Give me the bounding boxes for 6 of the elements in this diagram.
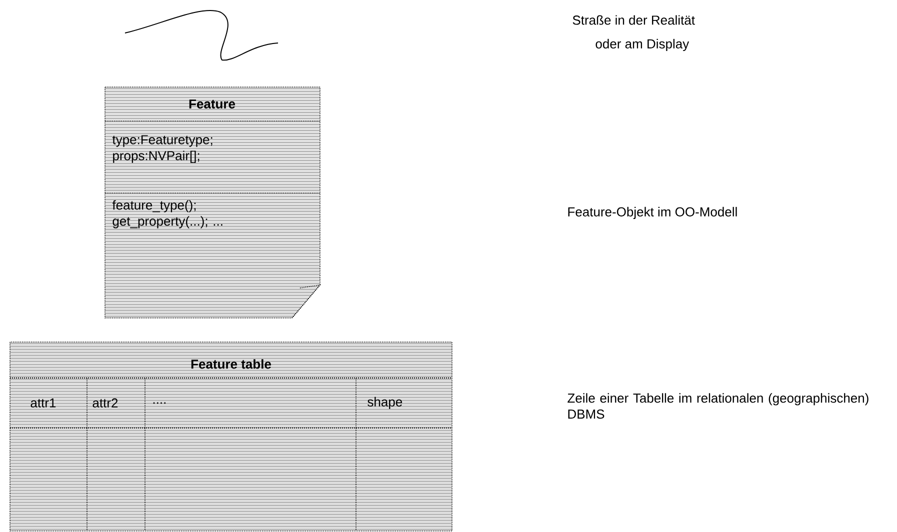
caption-text: Straße in der Realität bbox=[572, 15, 695, 25]
table: Feature table attr1 attr2 .... shape bbox=[10, 342, 452, 532]
caption-text: Zeile einer Tabelle im relationalen (geographischen) DBMS bbox=[568, 393, 868, 419]
class-box: Feature type:Featuretype; props:NVPair[]; feature_type(); get_property(...); ... bbox=[104, 86, 321, 318]
caption-text: Feature-Objekt im OO-Modell bbox=[568, 206, 737, 220]
caption-text: oder am Display bbox=[596, 38, 690, 52]
